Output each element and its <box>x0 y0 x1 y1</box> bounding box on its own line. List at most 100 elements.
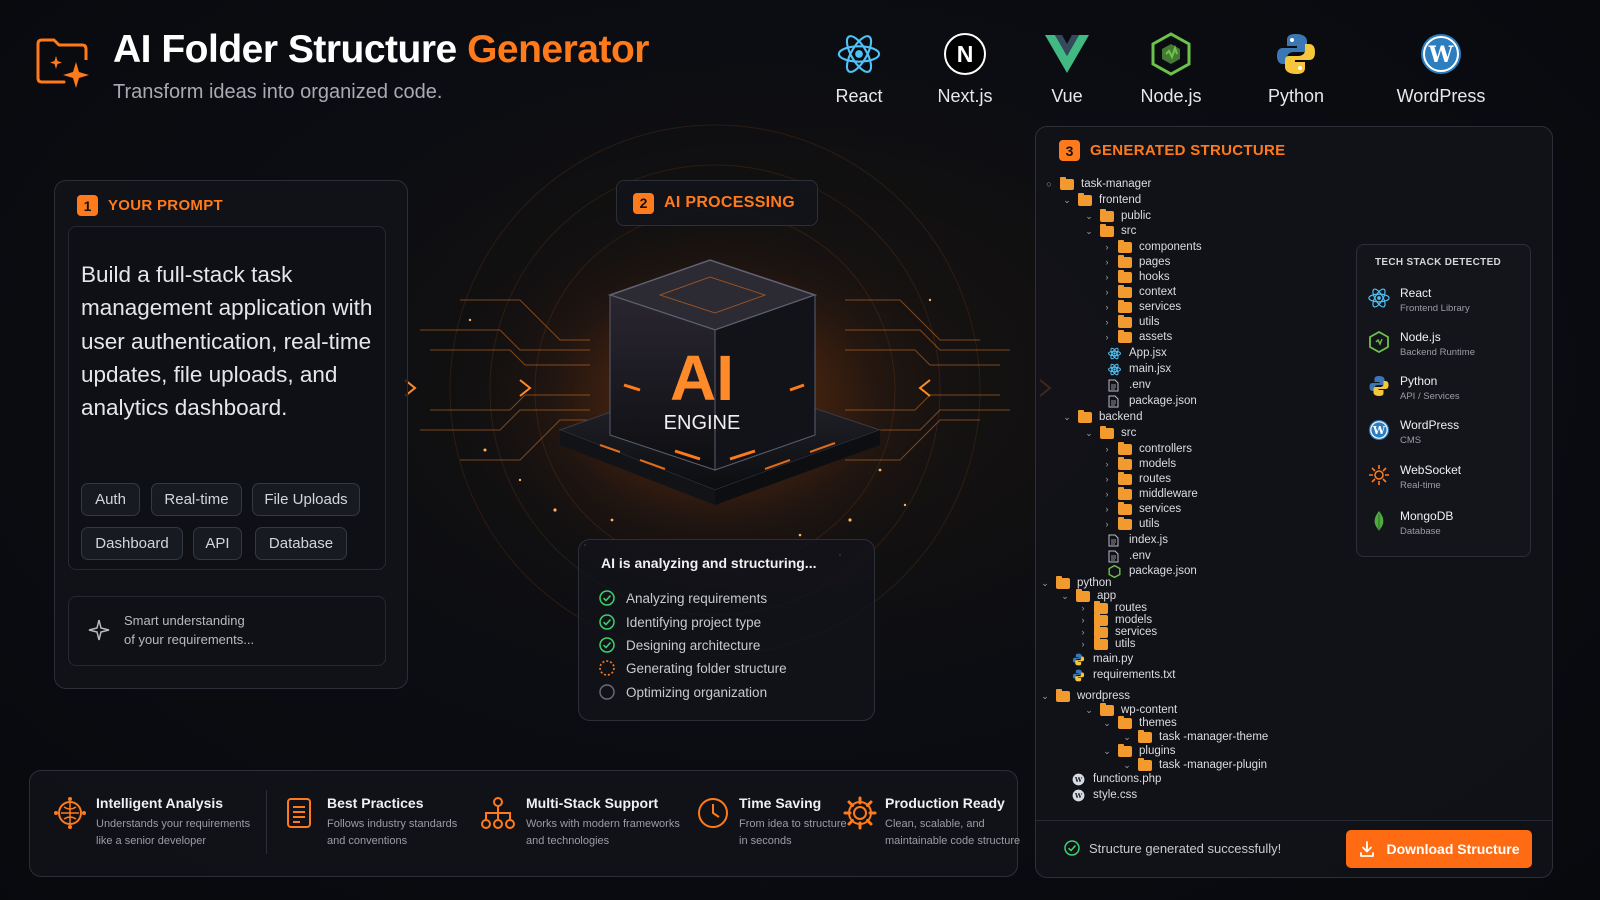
tech-wordpress[interactable]: W WordPress <box>1386 30 1496 107</box>
tree-item-label: plugins <box>1139 745 1176 757</box>
tag-api[interactable]: API <box>193 527 242 560</box>
tree-item[interactable]: ○task-manager <box>1044 177 1151 191</box>
tree-item[interactable]: requirements.txt <box>1066 668 1175 682</box>
chevron-icon[interactable]: › <box>1105 459 1109 469</box>
tree-item[interactable]: ›components <box>1102 240 1202 254</box>
chevron-icon[interactable]: › <box>1105 332 1109 342</box>
chevron-icon[interactable]: › <box>1105 302 1109 312</box>
chevron-icon[interactable]: ⌄ <box>1063 194 1071 205</box>
tree-item[interactable]: ⌄python <box>1040 576 1112 590</box>
tree-item[interactable]: ›context <box>1102 285 1176 299</box>
chevron-icon[interactable]: ⌄ <box>1085 210 1093 221</box>
tree-item[interactable]: App.jsx <box>1102 346 1167 360</box>
chevron-icon[interactable]: ⌄ <box>1041 690 1049 701</box>
tree-item[interactable]: .env <box>1102 378 1151 392</box>
tag-dashboard[interactable]: Dashboard <box>81 527 183 560</box>
tree-item[interactable]: ›controllers <box>1102 442 1192 456</box>
chevron-icon[interactable]: › <box>1105 287 1109 297</box>
chevron-icon[interactable]: ○ <box>1046 179 1052 189</box>
chevron-icon[interactable]: › <box>1105 257 1109 267</box>
success-message: Structure generated successfully! <box>1064 840 1281 856</box>
chevron-icon[interactable]: › <box>1105 474 1109 484</box>
tag-database[interactable]: Database <box>255 527 347 560</box>
tree-item[interactable]: ›services <box>1102 502 1181 516</box>
tech-vue[interactable]: Vue <box>1012 30 1122 107</box>
tech-nodejs[interactable]: Node.js <box>1116 30 1226 107</box>
tree-item[interactable]: ›utils <box>1102 315 1159 329</box>
folder-icon <box>1118 255 1133 268</box>
tree-item[interactable]: ›models <box>1102 457 1176 471</box>
tree-item[interactable]: ›assets <box>1102 330 1172 344</box>
tree-item[interactable]: main.jsx <box>1102 362 1171 376</box>
tree-item[interactable]: ⌄task -manager-theme <box>1122 730 1268 744</box>
chevron-icon[interactable]: › <box>1081 639 1085 649</box>
chevron-icon[interactable]: ⌄ <box>1085 427 1093 438</box>
tree-item[interactable]: ⌄wordpress <box>1040 689 1130 703</box>
tree-item[interactable]: ⌄public <box>1084 209 1151 223</box>
tree-item[interactable]: package.json <box>1102 564 1197 579</box>
tag-auth[interactable]: Auth <box>81 483 140 516</box>
chevron-icon[interactable]: ⌄ <box>1103 745 1111 756</box>
tree-item[interactable]: ⌄app <box>1060 589 1116 603</box>
tree-item[interactable]: main.py <box>1066 652 1133 666</box>
tree-item[interactable]: ›routes <box>1102 472 1171 486</box>
tree-item[interactable]: ⌄themes <box>1102 716 1177 730</box>
tree-item[interactable]: ⌄backend <box>1062 410 1142 424</box>
tree-item[interactable]: ⌄wp-content <box>1084 703 1177 717</box>
tree-item[interactable]: ›services <box>1102 300 1181 314</box>
chevron-icon[interactable]: › <box>1105 519 1109 529</box>
tech-react[interactable]: React <box>804 30 914 107</box>
tag-file-uploads[interactable]: File Uploads <box>252 483 360 516</box>
tree-item-label: hooks <box>1139 271 1170 283</box>
step-badge-1: 1 <box>77 195 98 216</box>
page-title: AI Folder Structure Generator <box>113 28 649 71</box>
chevron-icon[interactable]: ⌄ <box>1123 759 1131 770</box>
python-file-icon <box>1072 669 1087 682</box>
tech-nextjs[interactable]: N Next.js <box>910 30 1020 107</box>
chevron-icon[interactable]: › <box>1105 444 1109 454</box>
chevron-icon[interactable]: › <box>1105 317 1109 327</box>
tree-item[interactable]: index.js <box>1102 533 1168 547</box>
chevron-icon[interactable]: › <box>1081 603 1085 613</box>
chevron-icon[interactable]: ⌄ <box>1063 411 1071 422</box>
chevron-icon[interactable]: › <box>1105 272 1109 282</box>
tree-item[interactable]: ›routes <box>1078 601 1147 615</box>
tech-python[interactable]: Python <box>1241 30 1351 107</box>
check-circle-icon <box>1064 840 1080 856</box>
tree-item-label: src <box>1121 427 1137 439</box>
folder-icon <box>1118 330 1133 343</box>
chevron-icon[interactable]: ⌄ <box>1103 717 1111 728</box>
tree-item[interactable]: › hooks <box>1102 270 1170 284</box>
tree-item[interactable]: ⌄ src <box>1084 426 1136 440</box>
chevron-icon[interactable]: ⌄ <box>1041 577 1049 588</box>
chevron-icon[interactable]: › <box>1105 489 1109 499</box>
tree-item[interactable]: ⌄task -manager-plugin <box>1122 758 1267 772</box>
react-file-icon <box>1108 347 1123 360</box>
tag-realtime[interactable]: Real-time <box>151 483 242 516</box>
tree-item[interactable]: package.json <box>1102 394 1197 408</box>
tree-item[interactable]: .env <box>1102 549 1151 563</box>
tree-item[interactable]: ⌄frontend <box>1062 193 1141 207</box>
tree-item[interactable]: ›models <box>1078 613 1152 627</box>
tree-item[interactable]: ›middleware <box>1102 487 1198 501</box>
chevron-icon[interactable]: ⌄ <box>1085 704 1093 715</box>
tree-item[interactable]: ⌄src <box>1084 224 1136 238</box>
chevron-icon[interactable]: › <box>1081 615 1085 625</box>
download-structure-button[interactable]: Download Structure <box>1346 830 1532 868</box>
tree-item[interactable]: ›services <box>1078 625 1157 639</box>
tree-item[interactable]: ›utils <box>1078 637 1135 651</box>
folder-icon <box>1078 193 1093 206</box>
prompt-text[interactable]: Build a full-stack task management appli… <box>81 262 373 421</box>
tree-item[interactable]: ›utils <box>1102 517 1159 531</box>
chevron-icon[interactable]: › <box>1105 242 1109 252</box>
react-icon <box>1368 288 1390 308</box>
chevron-icon[interactable]: › <box>1105 504 1109 514</box>
chevron-icon[interactable]: ⌄ <box>1123 731 1131 742</box>
tree-item[interactable]: ⌄ plugins <box>1102 744 1175 758</box>
chevron-icon[interactable]: › <box>1081 627 1085 637</box>
chevron-icon[interactable]: ⌄ <box>1085 225 1093 236</box>
chevron-icon[interactable]: ⌄ <box>1061 590 1069 601</box>
tree-item[interactable]: ›pages <box>1102 255 1170 269</box>
